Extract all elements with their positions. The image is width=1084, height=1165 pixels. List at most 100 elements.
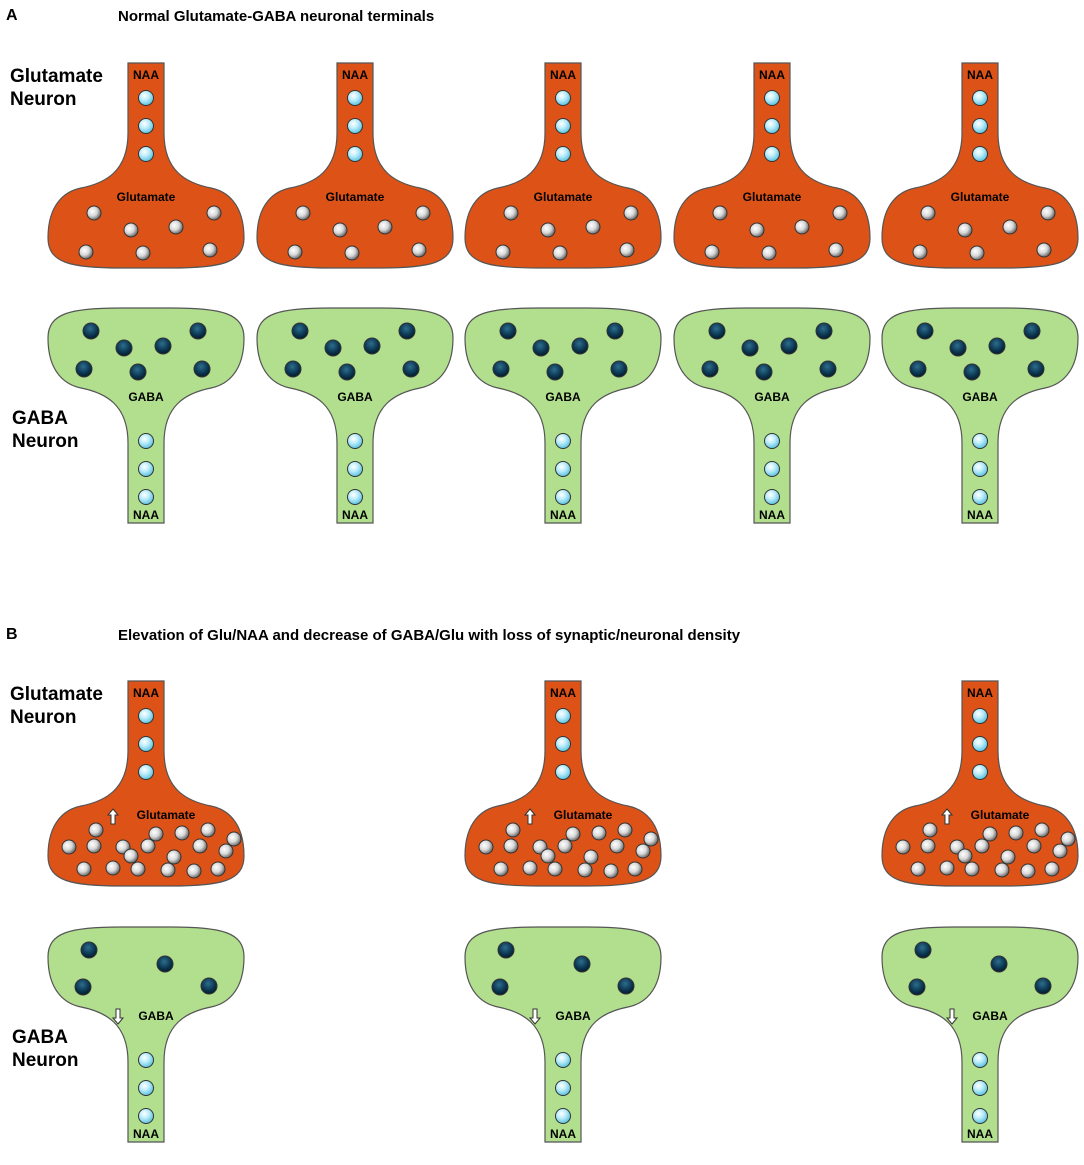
glutamate-vesicle	[1008, 825, 1024, 841]
glutamate-vesicle	[957, 848, 973, 864]
gaba-vesicle	[990, 955, 1008, 973]
gaba-vesicle	[532, 339, 550, 357]
naa-label: NAA	[133, 686, 159, 700]
gaba-vesicle	[1027, 360, 1045, 378]
glutamate-vesicle	[565, 826, 581, 842]
gaba-vesicle	[154, 337, 172, 355]
glutamate-vesicle	[583, 849, 599, 865]
glutamate-label: Glutamate	[971, 808, 1030, 822]
glutamate-vesicle	[210, 861, 226, 877]
glutamate-vesicle	[922, 822, 938, 838]
naa-vesicle	[972, 146, 988, 162]
gaba-vesicle	[82, 322, 100, 340]
increase-arrow-icon	[106, 808, 120, 825]
naa-vesicle	[764, 489, 780, 505]
glutamate-vesicle	[552, 245, 568, 261]
glutamate-vesicle	[623, 205, 639, 221]
naa-vesicle	[764, 146, 780, 162]
gaba-label: GABA	[337, 390, 373, 404]
naa-vesicle	[138, 764, 154, 780]
glutamate-label: Glutamate	[951, 190, 1010, 204]
gaba-vesicle	[284, 360, 302, 378]
glutamate-vesicle	[344, 245, 360, 261]
glutamate-vesicle	[105, 860, 121, 876]
gaba-vesicle	[988, 337, 1006, 355]
panel-b-letter: B	[6, 626, 18, 643]
panel-a-letter: A	[6, 7, 18, 24]
glutamate-label: Glutamate	[117, 190, 176, 204]
naa-vesicle	[764, 90, 780, 106]
naa-label: NAA	[342, 68, 368, 82]
naa-vesicle	[764, 461, 780, 477]
naa-vesicle	[555, 461, 571, 477]
glutamate-vesicle	[522, 860, 538, 876]
gaba-vesicle	[916, 322, 934, 340]
panel-b-gaba-label-line1: GABA	[12, 1027, 68, 1048]
naa-vesicle	[347, 489, 363, 505]
glutamate-vesicle	[749, 222, 765, 238]
gaba-vesicle	[193, 360, 211, 378]
glutamate-vesicle	[287, 244, 303, 260]
gaba-terminal-body	[47, 307, 245, 524]
gaba-terminal-body	[881, 926, 1079, 1143]
glutamate-vesicle	[411, 242, 427, 258]
gaba-vesicle	[571, 337, 589, 355]
panel-a-glutamate-label-line1: Glutamate	[10, 66, 103, 87]
gaba-vesicle	[291, 322, 309, 340]
glutamate-vesicle	[174, 825, 190, 841]
naa-vesicle	[347, 461, 363, 477]
naa-vesicle	[972, 708, 988, 724]
gaba-terminal-body	[881, 307, 1079, 524]
glutamate-vesicle	[76, 861, 92, 877]
glutamate-vesicle	[832, 205, 848, 221]
glutamate-vesicle	[1034, 822, 1050, 838]
glutamate-vesicle	[957, 222, 973, 238]
gaba-vesicle	[701, 360, 719, 378]
glutamate-label: Glutamate	[534, 190, 593, 204]
glutamate-vesicle	[761, 245, 777, 261]
naa-label: NAA	[550, 68, 576, 82]
naa-vesicle	[138, 489, 154, 505]
naa-vesicle	[972, 489, 988, 505]
gaba-vesicle	[492, 360, 510, 378]
glutamate-vesicle	[704, 244, 720, 260]
panel-a-gaba-neuron-label: GABA Neuron	[12, 407, 79, 453]
glutamate-vesicle	[603, 863, 619, 879]
naa-vesicle	[555, 146, 571, 162]
glutamate-vesicle	[168, 219, 184, 235]
naa-vesicle	[555, 433, 571, 449]
glutamate-vesicle	[200, 822, 216, 838]
naa-label: NAA	[967, 68, 993, 82]
naa-label: NAA	[967, 508, 993, 522]
gaba-vesicle	[606, 322, 624, 340]
naa-vesicle	[138, 118, 154, 134]
gaba-vesicle	[755, 363, 773, 381]
glutamate-vesicle	[226, 831, 242, 847]
naa-vesicle	[138, 461, 154, 477]
gaba-terminal-body	[464, 926, 662, 1143]
glutamate-vesicle	[1044, 861, 1060, 877]
glutamate-vesicle	[1020, 863, 1036, 879]
gaba-vesicle	[1023, 322, 1041, 340]
glutamate-vesicle	[964, 861, 980, 877]
glutamate-vesicle	[166, 849, 182, 865]
gaba-vesicle	[75, 360, 93, 378]
panel-a-glutamate-neuron-label: Glutamate Neuron	[10, 65, 103, 111]
glutamate-vesicle	[503, 838, 519, 854]
naa-vesicle	[972, 1108, 988, 1124]
glutamate-vesicle	[295, 205, 311, 221]
glutamate-terminal: NAA Glutamate	[464, 62, 662, 269]
gaba-vesicle	[156, 955, 174, 973]
glutamate-vesicle	[643, 831, 659, 847]
gaba-terminal-body	[47, 926, 245, 1143]
glutamate-vesicle	[148, 826, 164, 842]
glutamate-vesicle	[627, 861, 643, 877]
naa-vesicle	[347, 146, 363, 162]
glutamate-vesicle	[540, 222, 556, 238]
gaba-terminal-body	[256, 307, 454, 524]
glutamate-vesicle	[540, 848, 556, 864]
